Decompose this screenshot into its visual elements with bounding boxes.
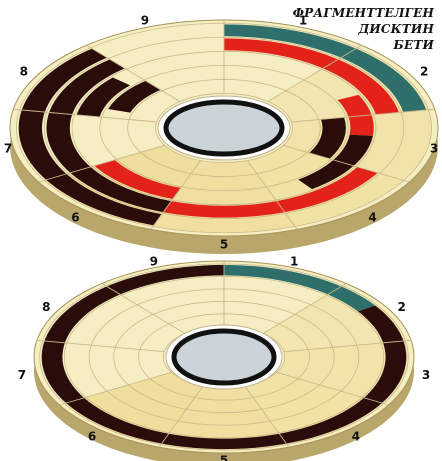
disk-defragmented: 1 2 3 4 5 6 7 8 9 — [18, 255, 431, 461]
sector-label: 3 — [430, 141, 438, 155]
sector-label: 3 — [422, 368, 430, 382]
sector-label: 9 — [150, 255, 158, 269]
sector-label: 4 — [352, 429, 360, 443]
title-line-3: БЕТИ — [394, 38, 434, 52]
sector-label: 6 — [71, 210, 79, 224]
sector-label: 9 — [141, 13, 149, 27]
title-line-2: ДИСКТИН — [359, 22, 434, 36]
sector-label: 2 — [420, 65, 428, 79]
sector-label: 8 — [42, 300, 50, 314]
sector-label: 2 — [398, 300, 406, 314]
sector-label: 8 — [20, 65, 28, 79]
sector-label: 5 — [220, 454, 228, 461]
sector-label: 7 — [4, 141, 12, 155]
title-line-1: ФРАГМЕНТТЕЛГЕН — [293, 6, 434, 20]
sector-label: 1 — [290, 255, 298, 269]
sector-label: 6 — [88, 429, 96, 443]
sector-label: 5 — [220, 238, 228, 252]
hub-hole — [166, 102, 282, 154]
sector-label: 7 — [18, 368, 26, 382]
hub-hole — [174, 331, 274, 383]
sector-label: 4 — [368, 210, 376, 224]
